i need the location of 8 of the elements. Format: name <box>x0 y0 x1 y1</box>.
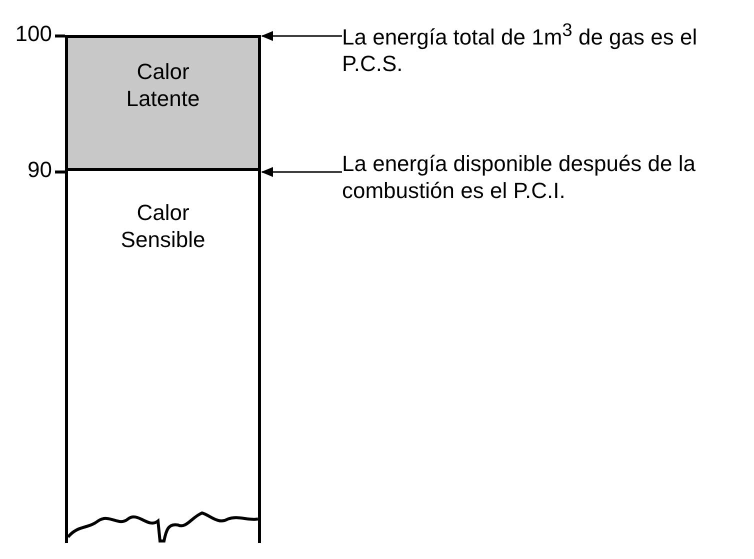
scale-value: 90 <box>28 157 52 183</box>
sensible-heat-block <box>65 171 261 543</box>
block-label: Calor Latente <box>125 58 201 112</box>
latent-heat-block <box>65 35 261 171</box>
arrow <box>261 167 342 177</box>
arrow <box>261 31 342 41</box>
block-label: Calor Sensible <box>120 199 206 253</box>
scale-value: 100 <box>15 21 52 47</box>
